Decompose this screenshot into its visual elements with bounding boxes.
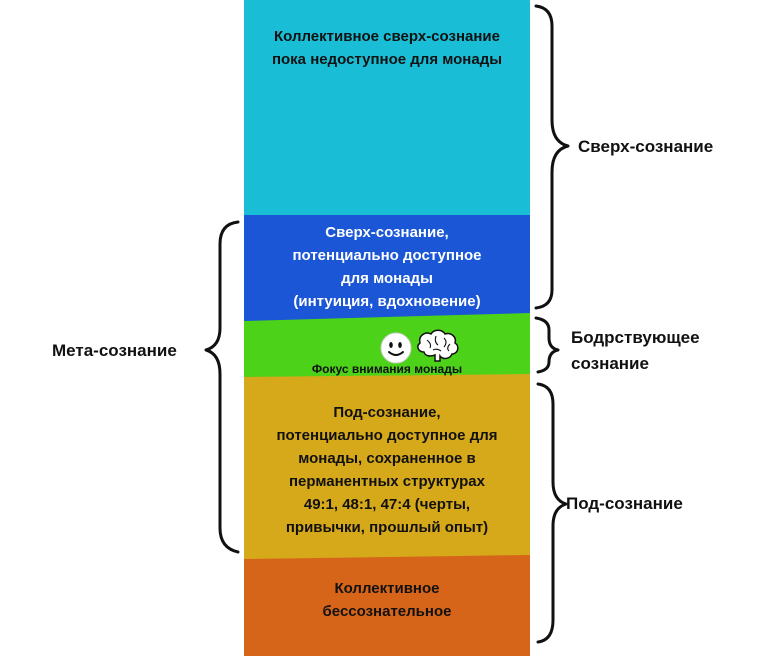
layer-super-accessible: Сверх-сознание, потенциально доступное д… bbox=[244, 216, 530, 322]
brace-sub bbox=[536, 382, 568, 644]
layer-collective-super-text: Коллективное сверх-сознание пока недосту… bbox=[271, 28, 503, 68]
layer-super-accessible-text: Сверх-сознание, потенциально доступное д… bbox=[292, 224, 482, 310]
layer-sub: Под-сознание, потенциально доступное для… bbox=[244, 374, 530, 560]
brace-awake bbox=[534, 316, 560, 374]
consciousness-column: Коллективное сверх-сознание пока недосту… bbox=[244, 0, 530, 656]
layer-collective-unconscious: Коллективное бессознательное bbox=[244, 556, 530, 656]
smiley-face-icon bbox=[380, 332, 412, 364]
label-sub-consciousness: Под-сознание bbox=[566, 494, 683, 513]
brace-meta bbox=[204, 220, 240, 554]
monad-focus-label: Фокус внимания монады bbox=[311, 362, 463, 376]
layer-collective-super: Коллективное сверх-сознание пока недосту… bbox=[244, 0, 530, 216]
layer-awake: Фокус внимания монады bbox=[244, 320, 530, 378]
awake-icons bbox=[380, 329, 459, 364]
layer-collective-unconscious-text: Коллективное бессознательное bbox=[322, 580, 452, 620]
label-super-consciousness: Сверх-сознание bbox=[578, 137, 714, 156]
brace-super bbox=[534, 4, 570, 310]
label-meta-consciousness: Мета-сознание bbox=[52, 341, 177, 360]
layer-sub-text: Под-сознание, потенциально доступное для… bbox=[276, 404, 498, 536]
label-awake-consciousness: Бодрствующее сознание bbox=[571, 328, 700, 373]
brain-icon bbox=[417, 329, 459, 362]
